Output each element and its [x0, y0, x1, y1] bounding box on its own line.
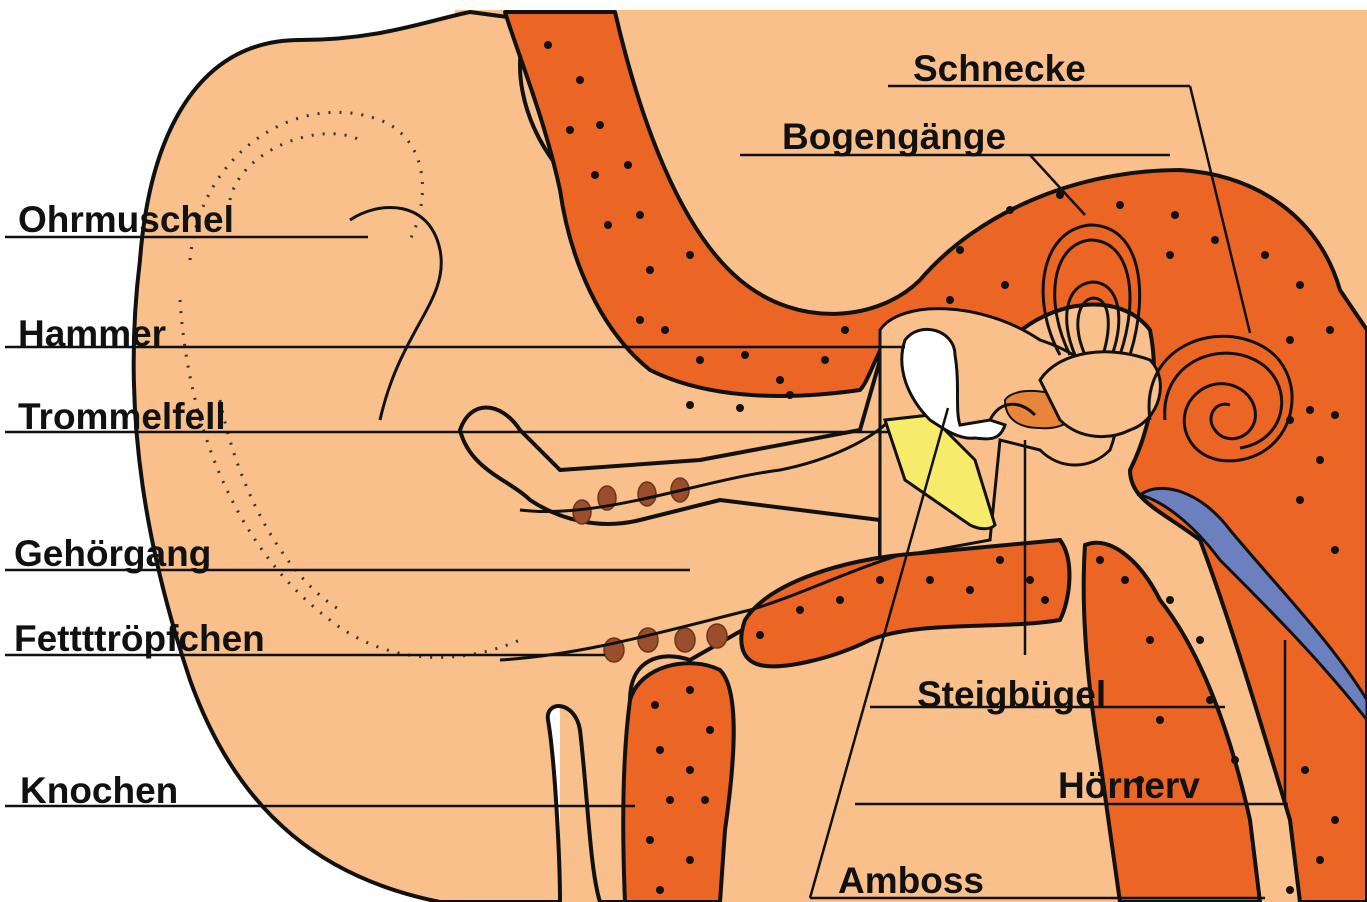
label-trommelfell: Trommelfell [18, 398, 226, 435]
lower-bone-vertical [623, 663, 734, 902]
label-ohrmuschel: Ohrmuschel [18, 201, 234, 238]
label-steigbuegel: Steigbügel [917, 676, 1106, 713]
label-hammer: Hammer [18, 315, 166, 352]
label-fetttroepfchen: Fettttröpfchen [14, 620, 265, 657]
label-amboss: Amboss [838, 862, 984, 899]
label-bogengaenge: Bogengänge [782, 118, 1006, 155]
label-gehoergang: Gehörgang [14, 535, 211, 572]
label-knochen: Knochen [20, 772, 178, 809]
label-schnecke: Schnecke [913, 50, 1086, 87]
label-hoernerv: Hörnerv [1058, 767, 1200, 804]
